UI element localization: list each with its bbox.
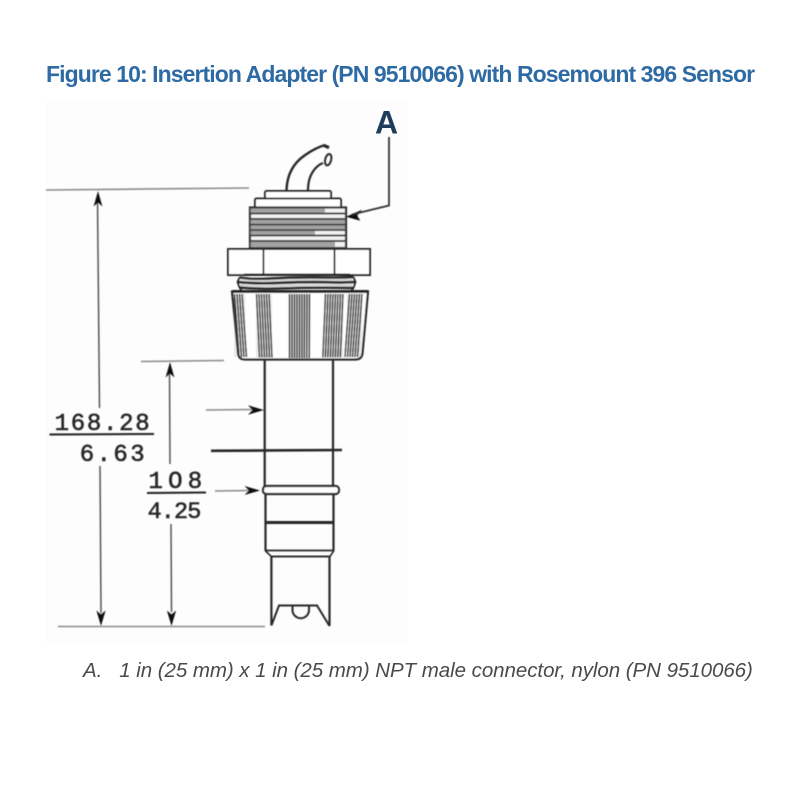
svg-text:Figure 10: Insertion Adapter (: Figure 10: Insertion Adapter (PN 9510066…	[46, 61, 755, 87]
svg-text:A: A	[375, 105, 398, 141]
svg-text:168.28: 168.28	[55, 411, 152, 438]
svg-text:6.63: 6.63	[80, 442, 147, 469]
svg-text:A. 1 in (25 mm) x 1 in (25 m: A. 1 in (25 mm) x 1 in (25 mm) NPT male …	[81, 659, 753, 682]
svg-text:4.25: 4.25	[148, 499, 201, 526]
svg-text:1O8: 1O8	[149, 469, 208, 496]
